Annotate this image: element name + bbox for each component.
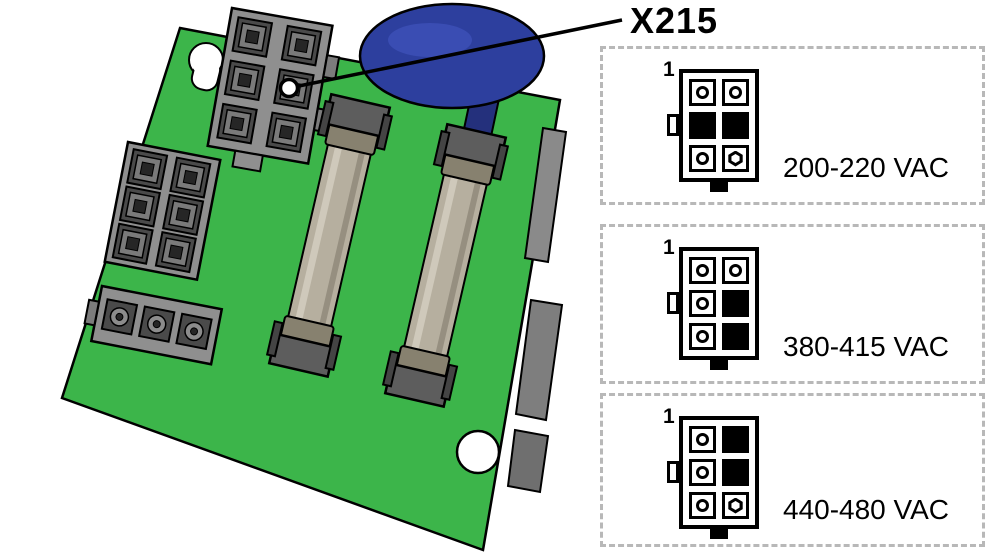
bottom-tab — [710, 529, 728, 539]
bottom-tab — [710, 360, 728, 370]
pin-grid — [679, 416, 759, 529]
edge-components — [506, 126, 568, 494]
keyhole-cutout — [188, 42, 224, 92]
voltage-option-440-480: 1 440-480 VAC — [600, 393, 985, 547]
latch-tab — [667, 114, 679, 136]
pin-round — [722, 257, 749, 284]
connector-diagram: 1 — [663, 405, 759, 539]
connector-bottom-left — [83, 284, 224, 366]
connector-diagram: 1 — [663, 236, 759, 370]
pin-filled — [722, 112, 749, 139]
pin-round — [689, 426, 716, 453]
pin1-label: 1 — [663, 236, 675, 259]
pin-round — [689, 79, 716, 106]
bottom-tab — [710, 182, 728, 192]
probe-marker — [278, 77, 300, 99]
pin-filled — [722, 459, 749, 486]
mounting-hole — [455, 429, 501, 475]
leader-line — [288, 18, 623, 90]
pin-round — [689, 257, 716, 284]
voltage-label: 380-415 VAC — [783, 331, 950, 362]
voltage-option-200-220: 1 200-220 VAC — [600, 46, 985, 205]
pin-key — [722, 492, 749, 519]
pin-filled — [722, 290, 749, 317]
pin-round — [689, 145, 716, 172]
pin-key — [722, 145, 749, 172]
pin-filled — [722, 323, 749, 350]
voltage-label: 200-220 VAC — [783, 152, 950, 183]
latch-tab — [667, 461, 679, 483]
voltage-label: 440-480 VAC — [783, 494, 950, 525]
pin-round — [689, 290, 716, 317]
pin-grid — [679, 247, 759, 360]
connector-diagram: 1 — [663, 58, 759, 192]
callout-label-x215: X215 — [630, 0, 719, 41]
pin-round — [722, 79, 749, 106]
pin-filled — [722, 426, 749, 453]
pin-round — [689, 323, 716, 350]
voltage-option-380-415: 1 380-415 VAC — [600, 224, 985, 384]
latch-tab — [667, 292, 679, 314]
pin-grid — [679, 69, 759, 182]
connector-left — [103, 140, 222, 282]
pin-filled — [689, 112, 716, 139]
pin1-label: 1 — [663, 58, 675, 81]
pin-round — [689, 492, 716, 519]
pin1-label: 1 — [663, 405, 675, 428]
pin-round — [689, 459, 716, 486]
